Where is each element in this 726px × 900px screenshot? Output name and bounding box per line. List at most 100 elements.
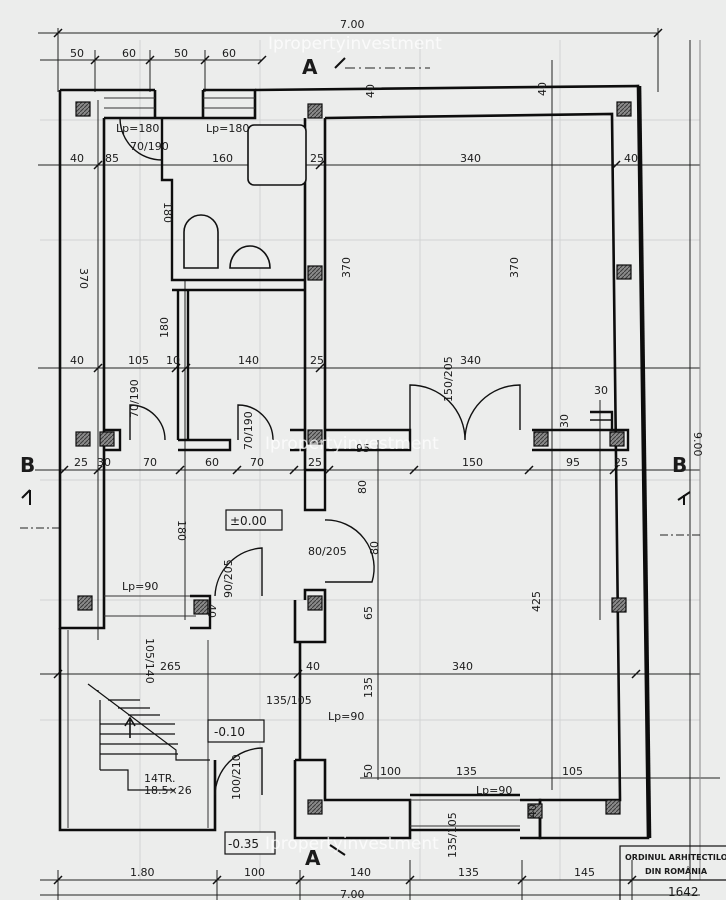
- stairs-size: 18.5×26: [144, 784, 192, 797]
- v-dim-4: 180: [161, 202, 174, 223]
- door-label-3: 150/205: [442, 356, 455, 402]
- v-dim-11: 135: [362, 677, 375, 698]
- r4-dim-2: 340: [452, 660, 473, 673]
- lp-label-5: Lp=90: [476, 784, 512, 797]
- door-label-9: 135/105: [446, 812, 459, 858]
- top-dim-1: 50: [70, 47, 84, 60]
- door-label-7: 135/105: [266, 694, 312, 707]
- watermark-top: Ipropertyinvestment: [268, 34, 442, 54]
- r3-dim-5: 70: [250, 456, 264, 469]
- dimension-lines: [20, 28, 720, 900]
- r4-dim-1: 265: [160, 660, 181, 673]
- section-mark-b-right: B: [672, 453, 687, 477]
- v-dim-15: 40: [205, 604, 218, 618]
- section-mark-a-top: A: [302, 55, 318, 79]
- lp-label-1: Lp=180: [116, 122, 159, 135]
- v-dim-9: 65: [362, 606, 375, 620]
- overall-width-bottom: 7.00: [340, 888, 365, 900]
- background-ghost-lines: [40, 40, 700, 880]
- door-label-6: 100/210: [230, 754, 243, 800]
- r1-dim-6: 40: [624, 152, 638, 165]
- r2-dim-3: 10: [166, 354, 180, 367]
- v-dim-8: 80: [368, 541, 381, 555]
- r2-dim-4: 140: [238, 354, 259, 367]
- bottom-dim-3: 140: [350, 866, 371, 879]
- r3-dim-8: 150: [462, 456, 483, 469]
- r5-dim-2: 135: [456, 765, 477, 778]
- lp-label-3: Lp=90: [122, 580, 158, 593]
- door-label-2: 70/190: [128, 379, 141, 418]
- stamp-number: 1642: [668, 885, 699, 899]
- interior-walls: [104, 118, 630, 630]
- r3-dim-9: 95: [566, 456, 580, 469]
- overall-height: 9.00: [691, 432, 704, 457]
- bottom-dim-1: 1.80: [130, 866, 155, 879]
- v-dim-14: 40: [536, 82, 549, 96]
- stamp-line-2: DIN ROMÂNIA: [645, 865, 708, 876]
- r5-dim-1: 100: [380, 765, 401, 778]
- v-dim-13: 40: [364, 84, 377, 98]
- lp-label-2: Lp=180: [206, 122, 249, 135]
- dimension-ticks: [53, 28, 663, 885]
- stamp-line-1: ORDINUL ARHITECTILOR: [625, 853, 726, 862]
- door-label-12: 30: [558, 414, 571, 428]
- level-stair: -0.10: [214, 725, 245, 739]
- top-dim-3: 50: [174, 47, 188, 60]
- door-label-10: 70/190: [242, 411, 255, 450]
- r5-dim-3: 105: [562, 765, 583, 778]
- r3-dim-7: 95: [356, 442, 370, 455]
- v-dim-2: 370: [340, 257, 353, 278]
- r2-dim-2: 105: [128, 354, 149, 367]
- watermark-middle: Ipropertyinvestment: [265, 434, 439, 454]
- r1-dim-1: 40: [70, 152, 84, 165]
- v-dim-17: 40: [526, 804, 539, 818]
- watermark-bottom: Ipropertyinvestment: [265, 834, 439, 854]
- r3-dim-1: 25: [74, 456, 88, 469]
- v-dim-10: 425: [530, 591, 543, 612]
- level-ground: ±0.00: [230, 514, 267, 528]
- door-label-8: 105/140: [143, 638, 156, 684]
- v-dim-5: 180: [158, 317, 171, 338]
- r1-dim-4: 25: [310, 152, 324, 165]
- v-dim-6: 180: [175, 520, 188, 541]
- bathroom-fixtures: [183, 124, 307, 269]
- level-entry: -0.35: [228, 837, 259, 851]
- top-dim-4: 60: [222, 47, 236, 60]
- section-mark-b-left: B: [20, 453, 35, 477]
- overall-width-top: 7.00: [340, 18, 365, 31]
- v-dim-1: 370: [77, 268, 90, 289]
- r2-dim-6: 340: [460, 354, 481, 367]
- staircase: [87, 683, 210, 791]
- door-label-11: 30: [594, 384, 608, 397]
- top-dim-2: 60: [122, 47, 136, 60]
- v-dim-16: 40: [306, 660, 320, 673]
- door-swings: [119, 117, 612, 796]
- exterior-walls: [58, 84, 652, 840]
- pillars: [75, 101, 632, 819]
- bottom-dim-2: 100: [244, 866, 265, 879]
- r3-dim-6: 25: [308, 456, 322, 469]
- shower-tray: [247, 124, 307, 186]
- bottom-dim-5: 145: [574, 866, 595, 879]
- r3-dim-3: 70: [143, 456, 157, 469]
- lp-label-4: Lp=90: [328, 710, 364, 723]
- door-label-1: 70/190: [130, 140, 169, 153]
- r1-dim-3: 160: [212, 152, 233, 165]
- window-lines: [67, 97, 520, 828]
- toilet: [183, 214, 219, 269]
- door-label-4: 80/205: [308, 545, 347, 558]
- washbasin: [229, 245, 271, 269]
- v-dim-3: 370: [508, 257, 521, 278]
- labels: 7.00 9.00 50 60 50 60 A A B B 40 85 160 …: [20, 18, 726, 900]
- r2-dim-1: 40: [70, 354, 84, 367]
- r1-dim-2: 85: [105, 152, 119, 165]
- r3-dim-10: 25: [614, 456, 628, 469]
- r1-dim-5: 340: [460, 152, 481, 165]
- stairs-label: 14TR.: [144, 772, 175, 785]
- level-boxes: [207, 509, 283, 855]
- r2-dim-5: 25: [310, 354, 324, 367]
- bottom-dim-4: 135: [458, 866, 479, 879]
- architect-stamp: [619, 845, 726, 900]
- r3-dim-2: 30: [97, 456, 111, 469]
